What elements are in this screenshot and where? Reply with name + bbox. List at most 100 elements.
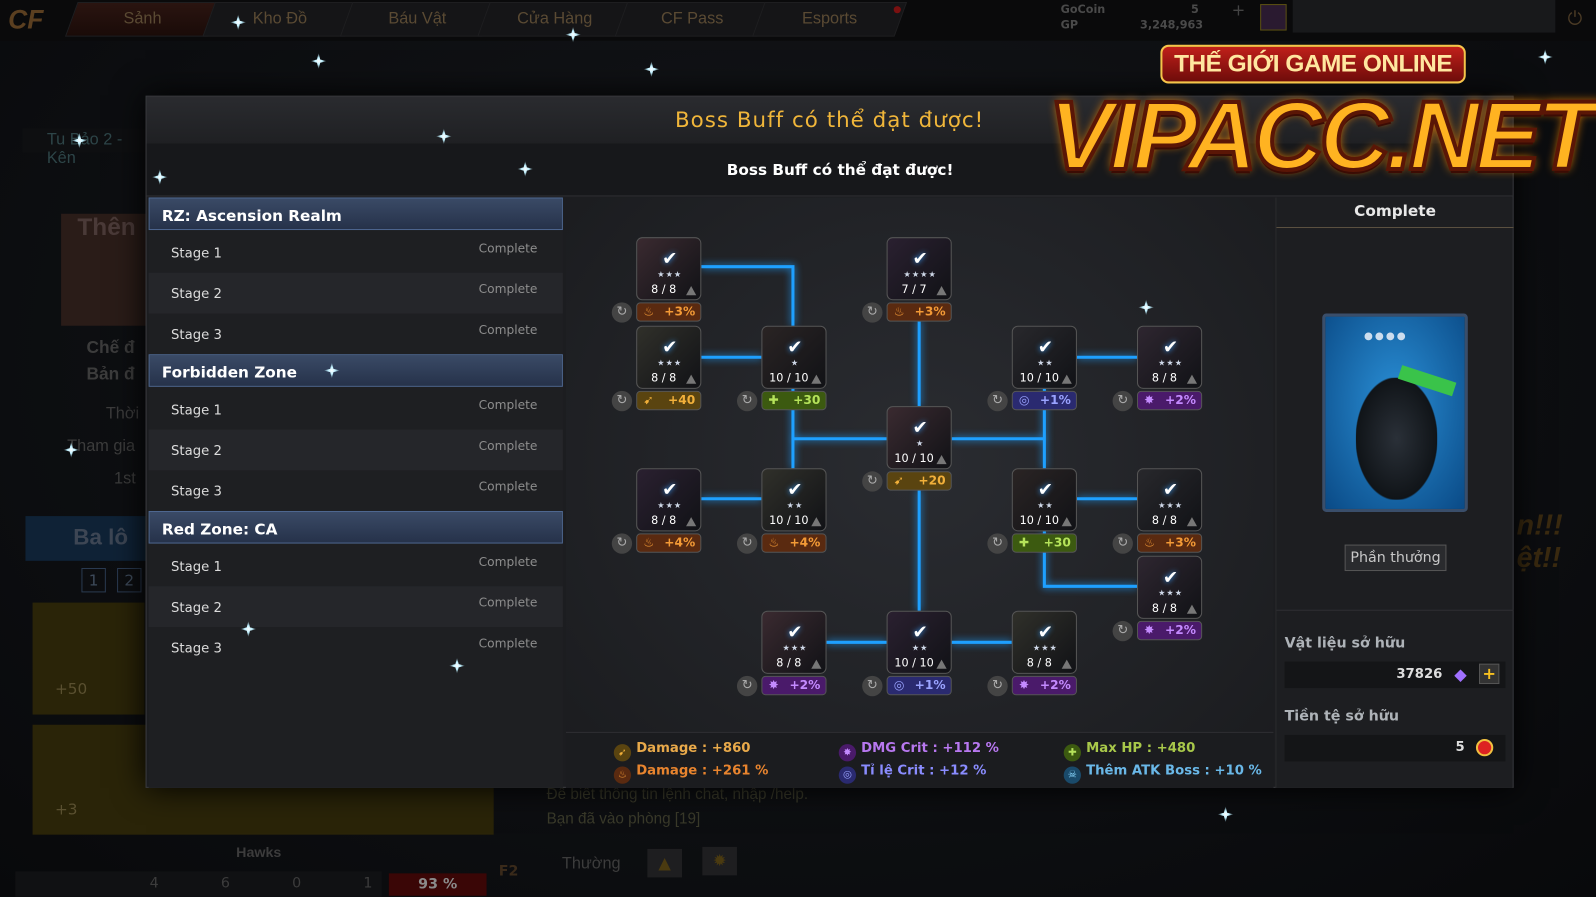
reset-icon[interactable]: ↻ <box>736 533 758 554</box>
node-count: 8 / 8 <box>1151 514 1178 528</box>
buff-node[interactable]: ✔★10 / 10 <box>761 325 827 389</box>
reset-icon[interactable]: ↻ <box>1112 390 1133 412</box>
buff-node[interactable]: ✔★★★8 / 8 <box>761 610 827 674</box>
nav-tab-inventory[interactable]: Kho Đồ <box>202 2 358 37</box>
buff-node[interactable]: ✔★★10 / 10 <box>1011 468 1077 532</box>
reset-icon[interactable]: ↻ <box>862 471 883 492</box>
bag-slot[interactable]: +50 <box>32 602 145 715</box>
bonus-value: +3% <box>914 304 946 319</box>
reward-button[interactable]: Phần thưởng <box>1344 544 1447 572</box>
chat-settings-icon[interactable]: ✹ <box>702 846 737 876</box>
upgrade-arrow-icon <box>1186 517 1198 527</box>
reset-icon[interactable]: ↻ <box>611 302 633 323</box>
vipacc-watermark: THẾ GIỚI GAME ONLINE VIPACC.NET <box>1038 41 1596 194</box>
nav-tab-label: CF Pass <box>660 10 724 28</box>
nav-tab-label: Cửa Hàng <box>517 10 593 28</box>
check-icon: ✔ <box>787 479 803 501</box>
node-count: 10 / 10 <box>894 451 934 466</box>
check-icon: ✔ <box>662 248 678 270</box>
node-stars: ★★ <box>1037 500 1054 510</box>
room-map: Bản đ <box>86 364 135 384</box>
buff-node[interactable]: ✔★★10 / 10 <box>761 468 827 532</box>
nav-tab-treasure[interactable]: Báu Vật <box>339 2 495 37</box>
room-join: Tham gia <box>67 437 136 456</box>
cf-logo[interactable]: CF <box>8 4 44 35</box>
buff-node[interactable]: ✔★★★8 / 8 <box>1011 610 1077 674</box>
node-count: 8 / 8 <box>1151 601 1178 615</box>
reset-icon[interactable]: ↻ <box>862 302 883 323</box>
rank-emblem-icon[interactable] <box>1260 4 1287 31</box>
buff-node[interactable]: ✔★★★★7 / 7 <box>886 237 952 301</box>
reset-icon[interactable]: ↻ <box>987 675 1008 697</box>
channel-name: Tu Bảo 2 - Kên <box>46 131 123 167</box>
reset-icon[interactable]: ↻ <box>1112 533 1133 554</box>
sparkle-icon <box>643 61 660 78</box>
room-title: Thên <box>77 213 136 242</box>
bonus-value: +3% <box>664 304 696 319</box>
hp-icon: ✚ <box>768 392 779 408</box>
room-mode: Chế đ <box>86 337 135 358</box>
reset-icon[interactable]: ↻ <box>987 533 1008 554</box>
stat-count: 1 <box>363 875 373 892</box>
buff-node[interactable]: ✔★★★8 / 8 <box>636 237 702 301</box>
reset-icon[interactable]: ↻ <box>611 390 633 412</box>
chat-up-button[interactable]: ▲ <box>647 848 682 878</box>
check-icon: ✔ <box>662 479 678 501</box>
buff-node[interactable]: ✔★★10 / 10 <box>1011 325 1077 389</box>
zone-header[interactable]: Forbidden Zone <box>148 354 563 387</box>
node-count: 10 / 10 <box>1019 371 1059 385</box>
reset-icon[interactable]: ↻ <box>987 390 1008 412</box>
bag-page-1[interactable]: 1 <box>81 567 106 593</box>
add-coin-icon[interactable]: + <box>1231 0 1246 20</box>
buff-node[interactable]: ✔★10 / 10 <box>886 406 952 470</box>
buff-node[interactable]: ✔★★★8 / 8 <box>636 468 702 532</box>
crit-icon: ✸ <box>1144 622 1155 638</box>
buff-node[interactable]: ✔★★★8 / 8 <box>1136 555 1203 619</box>
check-icon: ✔ <box>1037 336 1054 359</box>
add-materials-button[interactable]: + <box>1479 663 1500 685</box>
upgrade-arrow-icon <box>936 286 947 296</box>
nav-tab-lobby[interactable]: Sảnh <box>64 2 221 37</box>
node-count: 7 / 7 <box>901 282 927 297</box>
nav-tab-cfpass[interactable]: CF Pass <box>614 2 770 37</box>
bag-page-2[interactable]: 2 <box>117 567 142 593</box>
chat-mode[interactable]: Thường <box>561 855 621 873</box>
boss-figure <box>1355 377 1438 500</box>
stage-name: Stage 3 <box>171 484 222 500</box>
backpack-button[interactable]: Ba lô <box>25 516 148 561</box>
buff-node[interactable]: ✔★★10 / 10 <box>886 610 952 674</box>
zone-header[interactable]: RZ: Ascension Realm <box>148 197 563 231</box>
buff-node[interactable]: ✔★★★8 / 8 <box>1136 325 1203 389</box>
reset-icon[interactable]: ↻ <box>611 533 633 554</box>
buff-node[interactable]: ✔★★★8 / 8 <box>1136 468 1203 532</box>
reset-icon[interactable]: ↻ <box>736 390 758 412</box>
hotkey-f2[interactable]: F2 <box>498 863 519 880</box>
nav-tab-shop[interactable]: Cửa Hàng <box>477 2 633 37</box>
boss-icon: ☠ <box>1063 766 1082 784</box>
stage-status: Complete <box>478 397 538 413</box>
nav-tab-esports[interactable]: Esports <box>752 2 908 37</box>
stage-name: Stage 2 <box>171 600 222 616</box>
stage-name: Stage 1 <box>171 559 222 576</box>
reset-icon[interactable]: ↻ <box>862 675 883 697</box>
check-icon: ✔ <box>662 336 678 359</box>
gocoin-label: GoCoin <box>1060 3 1106 17</box>
node-stars: ★★★ <box>782 643 808 653</box>
node-count: 10 / 10 <box>894 656 934 670</box>
reset-icon[interactable]: ↻ <box>736 675 758 697</box>
zone-header[interactable]: Red Zone: CA <box>148 510 563 544</box>
reset-icon[interactable]: ↻ <box>1112 620 1133 642</box>
gun-icon: ➹ <box>893 473 904 488</box>
power-icon[interactable]: ⏻ <box>1567 8 1583 30</box>
buff-node[interactable]: ✔★★★8 / 8 <box>636 325 702 389</box>
fire-icon: ♨ <box>613 766 632 784</box>
